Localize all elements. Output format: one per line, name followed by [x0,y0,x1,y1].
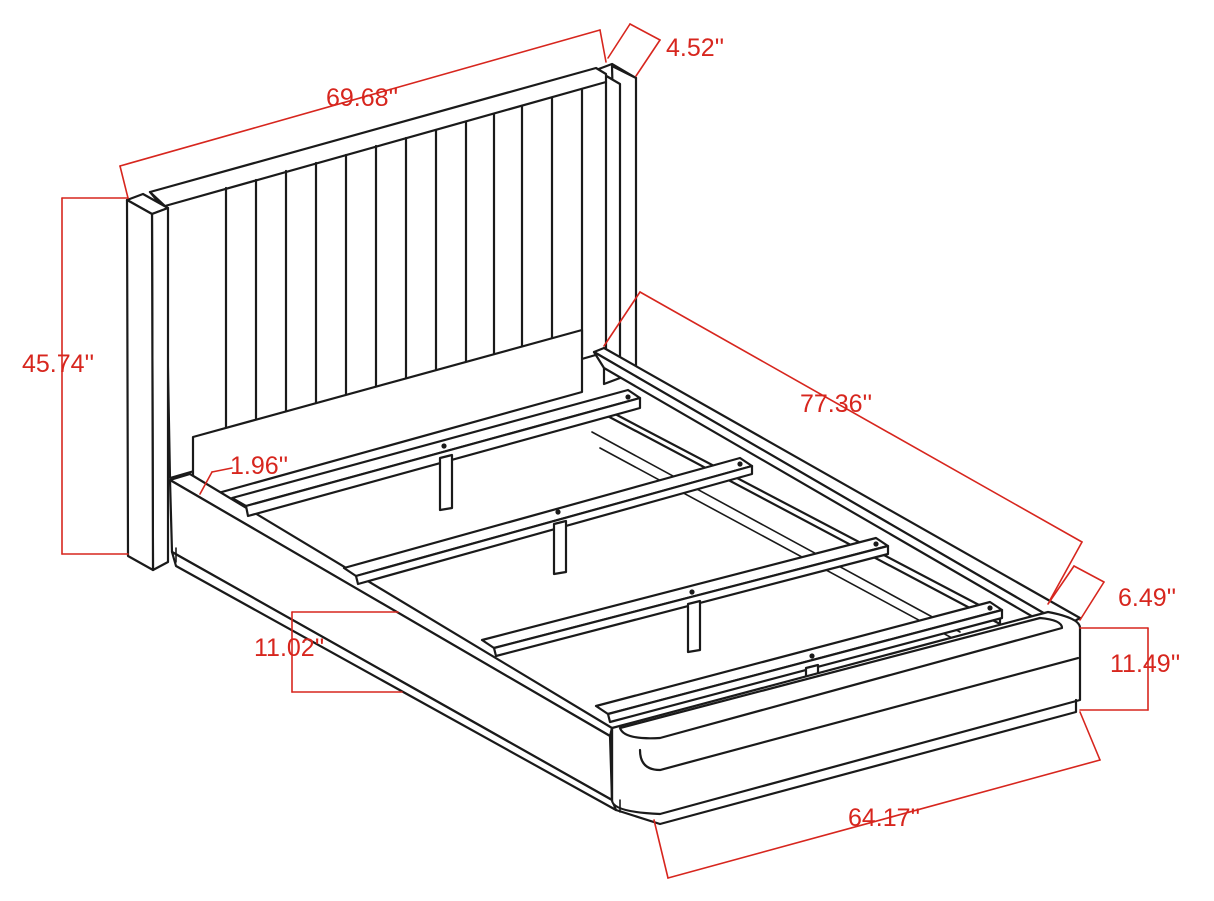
dim-foot-depth: 6.49'' [1047,565,1176,621]
slat-2 [342,456,754,586]
dim-frame-height-label: 11.02'' [254,634,324,662]
slat-3 [480,536,890,658]
dim-rail-thickness-label: 1.96'' [230,452,288,480]
headboard-left-wing [125,192,170,572]
slat-4 [594,600,1004,724]
slat-1 [230,388,642,518]
dim-headboard-width: 69.68'' [119,29,607,199]
dim-foot-width: 64.17'' [653,711,1101,879]
dim-frame-height: 11.02'' [254,611,403,693]
dim-headboard-depth-label: 4.52'' [666,34,724,62]
dim-rail-thickness: 1.96'' [199,452,288,495]
dim-foot-depth-label: 6.49'' [1118,584,1176,612]
dim-side-rail-length: 77.36'' [603,291,1083,601]
footboard [610,610,1082,826]
dim-foot-height-label: 11.49'' [1110,650,1180,678]
dim-headboard-height-label: 45.74'' [22,350,94,378]
dim-side-rail-length-label: 77.36'' [800,390,872,418]
dim-headboard-depth: 4.52'' [607,23,724,77]
left-side-rail [168,472,618,812]
right-inner-ledge [594,402,1002,626]
dim-foot-height: 11.49'' [1079,627,1180,711]
dim-headboard-width-label: 69.68'' [326,84,398,112]
dim-foot-width-label: 64.17'' [848,804,920,832]
dim-headboard-height: 45.74'' [22,197,129,555]
slats [230,388,1004,724]
headboard-channels [224,88,584,458]
